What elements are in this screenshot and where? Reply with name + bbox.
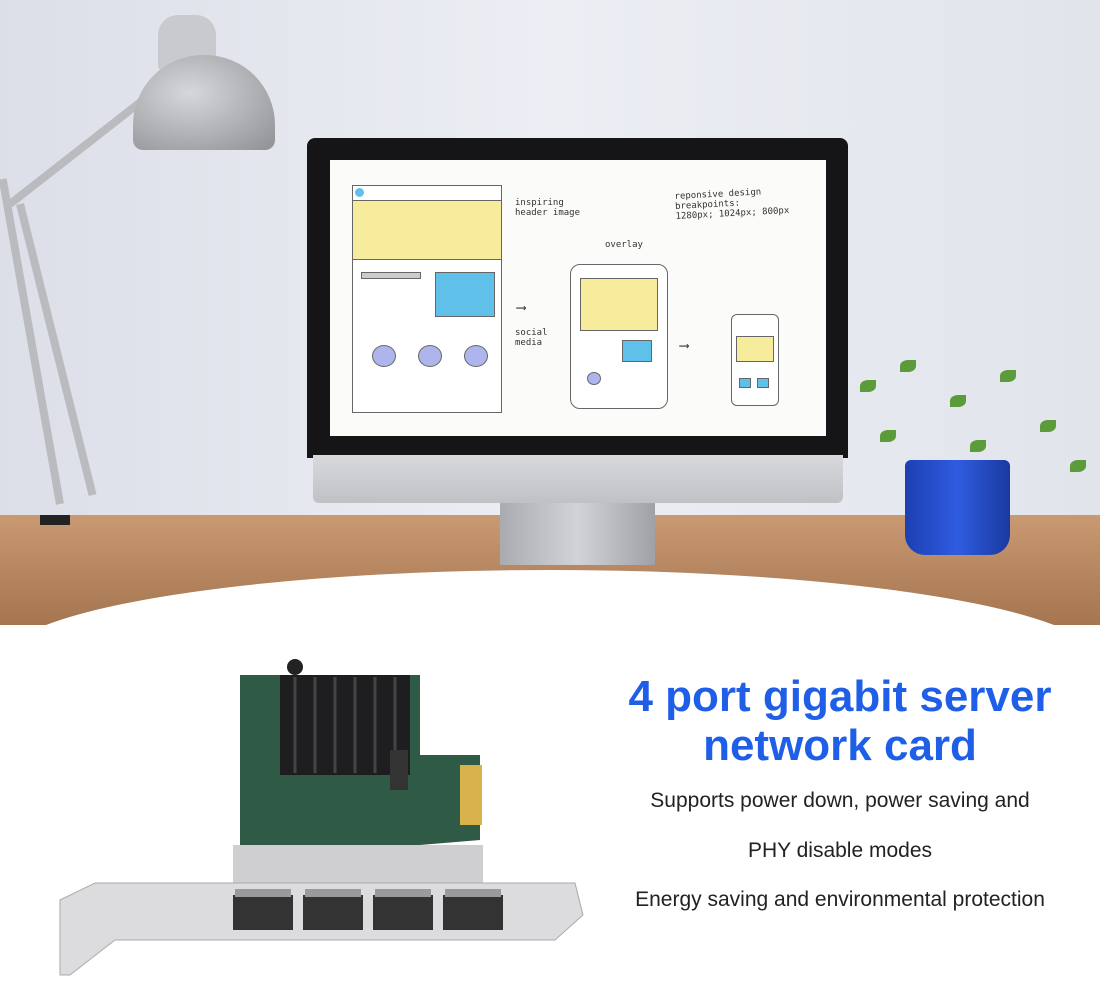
network-card-image <box>59 659 584 976</box>
social-note-line: media <box>515 338 543 348</box>
feature-text: Energy saving and environmental protecti… <box>635 888 1045 911</box>
plant-pot <box>905 460 1010 555</box>
header-note-line: header image <box>515 208 581 218</box>
monitor-stand <box>500 503 655 565</box>
social-note-line: social <box>515 328 548 338</box>
monitor-chin <box>313 455 843 503</box>
title-line-1: 4 port gigabit server <box>628 672 1052 721</box>
feature-text: Supports power down, power saving and <box>650 789 1030 812</box>
lamp-base <box>40 515 70 525</box>
overlay-note: overlay <box>605 240 643 250</box>
product-title: 4 port gigabit server network card <box>600 672 1080 770</box>
title-line-2: network card <box>703 721 977 770</box>
breakpoints-note: reponsive design breakpoints:1280px; 102… <box>674 184 826 221</box>
arrow-icon: ⟶ <box>517 300 526 316</box>
arrow-icon: ⟶ <box>680 338 689 354</box>
feature-text: PHY disable modes <box>747 839 933 862</box>
header-note-line: inspiring <box>515 198 564 208</box>
